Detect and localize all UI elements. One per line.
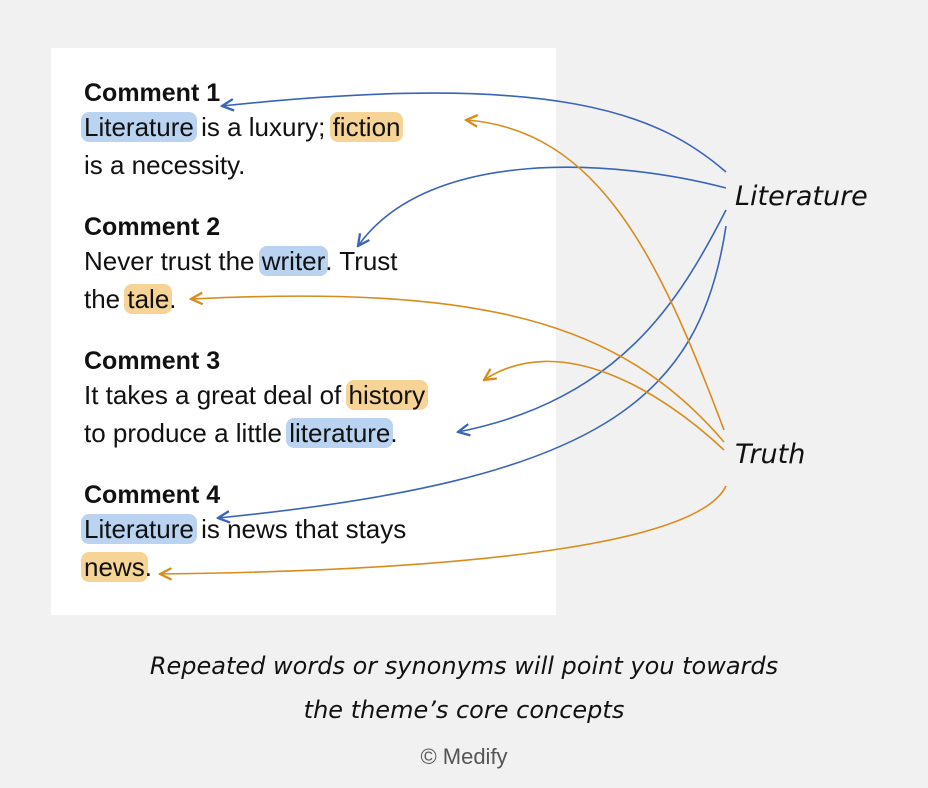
arrow-literature-to-comment1 bbox=[222, 92, 727, 173]
highlight-literature-term: Literature bbox=[81, 514, 197, 544]
comment-text: is a necessity. bbox=[84, 150, 246, 180]
arrow-truth-to-fiction bbox=[466, 120, 725, 431]
arrow-truth-to-tale bbox=[191, 296, 725, 443]
comment-text: is news that stays bbox=[193, 514, 407, 544]
copyright-notice: © Medify bbox=[420, 744, 508, 769]
comment-line: is a necessity. bbox=[84, 146, 400, 184]
comment-text: is a luxury; bbox=[193, 112, 333, 142]
comment-2: Comment 2 Never trust the writer. Trust … bbox=[84, 212, 398, 318]
comment-title: Comment 1 bbox=[84, 79, 221, 107]
highlight-literature-term: writer bbox=[258, 246, 329, 276]
comment-title: Comment 3 bbox=[84, 347, 221, 375]
arrow-truth-to-history bbox=[484, 360, 725, 451]
comment-text: . bbox=[390, 418, 398, 448]
comment-line: the tale. bbox=[84, 280, 398, 318]
caption-line-1: Repeated words or synonyms will point yo… bbox=[149, 652, 779, 680]
highlight-truth-term: news bbox=[81, 552, 148, 582]
concept-literature-label: Literature bbox=[735, 181, 868, 212]
comment-text: It takes a great deal of bbox=[84, 380, 349, 410]
arrow-literature-to-writer bbox=[358, 166, 727, 246]
arrow-literature-to-comment4 bbox=[218, 225, 727, 518]
caption: Repeated words or synonyms will point yo… bbox=[0, 644, 928, 732]
comment-line: Never trust the writer. Trust bbox=[84, 242, 398, 280]
highlight-truth-term: history bbox=[345, 380, 429, 410]
comment-title: Comment 4 bbox=[84, 481, 221, 509]
comment-line: Literature is a luxury; fiction bbox=[81, 108, 404, 146]
comment-3: Comment 3 It takes a great deal of histo… bbox=[84, 346, 429, 452]
comment-text: . bbox=[144, 552, 152, 582]
comment-text: . Trust bbox=[325, 246, 398, 276]
highlight-truth-term: fiction bbox=[329, 112, 404, 142]
highlight-literature-term: Literature bbox=[81, 112, 197, 142]
comment-text: the bbox=[84, 284, 128, 314]
arrow-truth-to-news bbox=[160, 485, 727, 574]
highlight-truth-term: tale bbox=[124, 284, 173, 314]
comment-4: Comment 4 Literature is news that stays … bbox=[81, 480, 407, 586]
comment-1: Comment 1 Literature is a luxury; fictio… bbox=[81, 78, 404, 184]
concept-truth-label: Truth bbox=[735, 439, 806, 470]
comment-line: news. bbox=[81, 548, 406, 586]
comment-title: Comment 2 bbox=[84, 213, 221, 241]
comment-line: to produce a little literature. bbox=[84, 414, 425, 452]
comment-text: . bbox=[169, 284, 177, 314]
comment-line: Literature is news that stays bbox=[81, 510, 407, 548]
caption-line-2: the theme’s core concepts bbox=[303, 696, 625, 724]
comment-text: to produce a little bbox=[84, 418, 290, 448]
arrow-literature-to-comment3 bbox=[458, 209, 727, 432]
highlight-literature-term: literature bbox=[286, 418, 394, 448]
comment-line: It takes a great deal of history bbox=[84, 376, 429, 414]
comment-text: Never trust the bbox=[84, 246, 262, 276]
